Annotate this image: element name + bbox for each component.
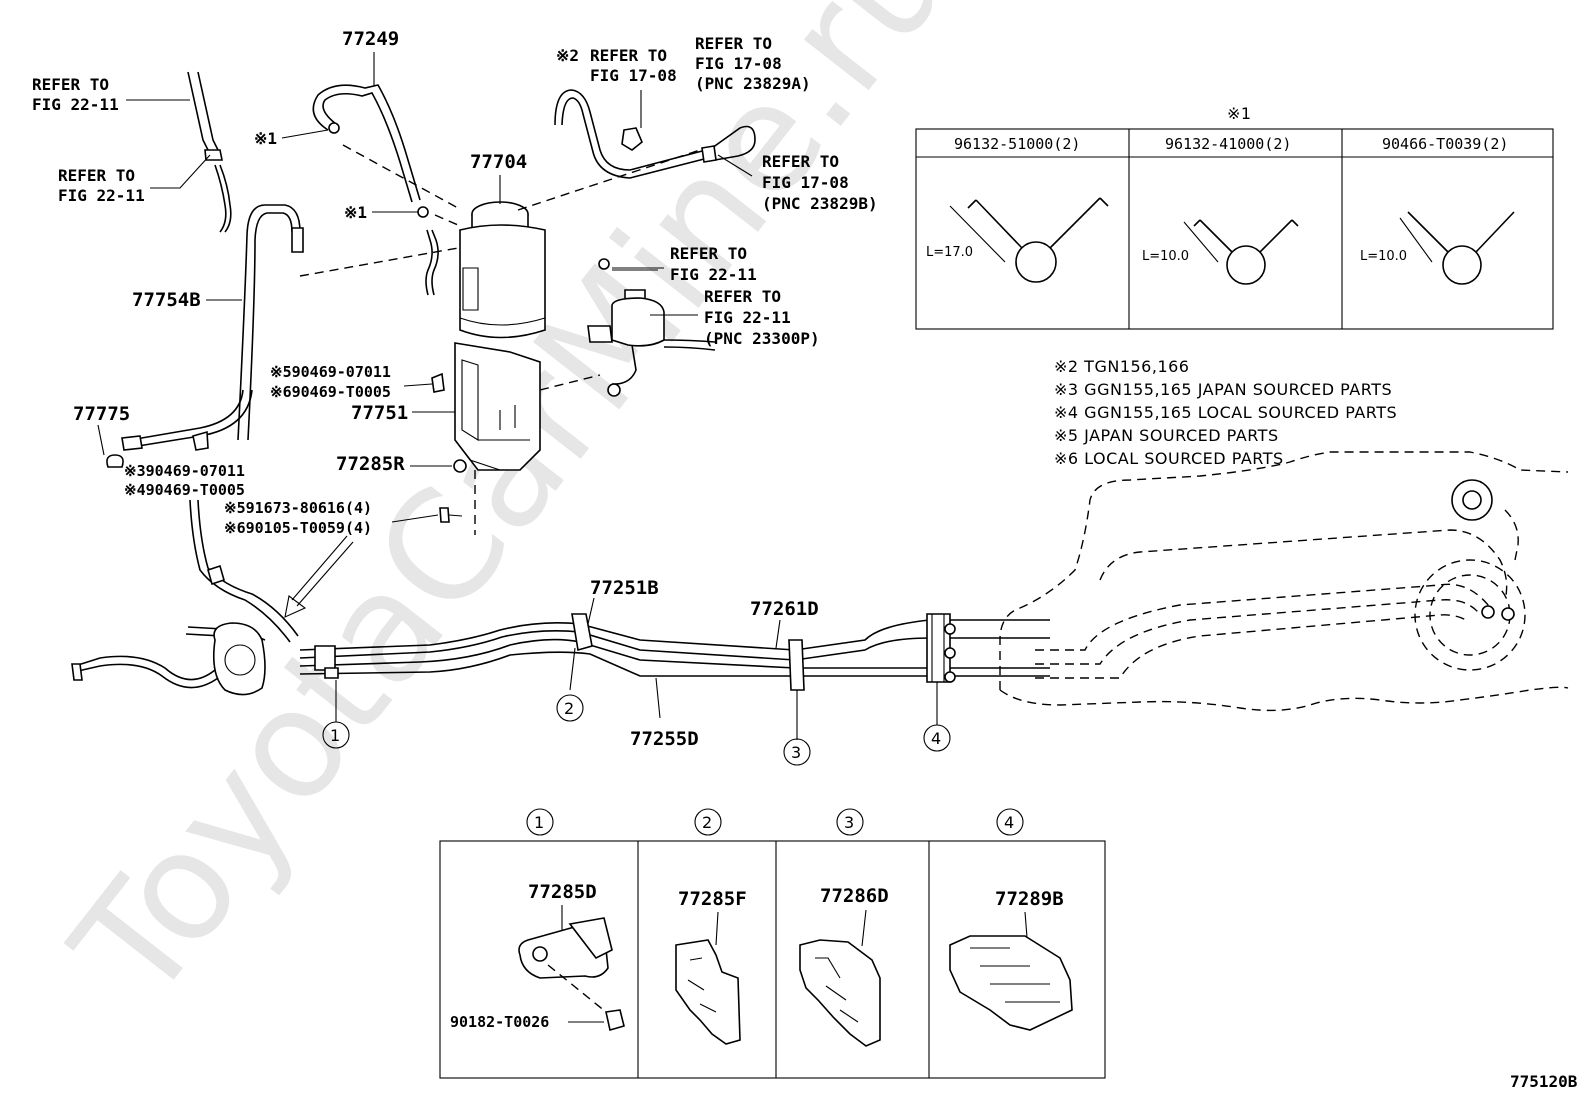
ref-top-c-line2: FIG 17-08 <box>762 173 849 192</box>
legend-note-1: ※2 TGN156,166 <box>1054 357 1189 376</box>
clip-table-dim-3: L=10.0 <box>1360 249 1407 264</box>
clip-table-dim-2: L=10.0 <box>1142 249 1189 264</box>
fastener-4: ※490469-T0005 <box>124 481 245 499</box>
legend-note-4: ※5 JAPAN SOURCED PARTS <box>1054 426 1279 445</box>
label-77261D: 77261D <box>750 598 819 620</box>
label-77751: 77751 <box>351 402 408 424</box>
ref-mid-b-line2: FIG 22-11 <box>704 308 791 327</box>
fastener-2: ※690469-T0005 <box>270 383 391 401</box>
callout-1: 1 <box>330 726 340 745</box>
label-77285R: 77285R <box>336 453 405 475</box>
detail-header-2: 2 <box>702 813 712 832</box>
label-77704: 77704 <box>470 151 527 173</box>
detail-part-2: 77285F <box>678 888 747 910</box>
clip-marks: ※1 ※1 <box>254 129 418 222</box>
detail-panel: 1 2 3 4 77285D 77285F 77286D 77289B 9018… <box>439 808 1106 1079</box>
clip-table-part-1: 96132-51000(2) <box>954 135 1080 153</box>
hose-77754B <box>121 204 304 451</box>
vent-pipe-left <box>187 71 232 233</box>
clip-table-part-3: 90466-T0039(2) <box>1382 135 1508 153</box>
fastener-1: ※590469-07011 <box>270 363 391 381</box>
label-77255D: 77255D <box>630 728 699 750</box>
grommets <box>106 372 463 523</box>
ref-top-c-line1: REFER TO <box>762 152 839 171</box>
canister-assembly <box>299 144 701 535</box>
fuel-filter <box>587 258 716 397</box>
direction-arrow <box>284 535 354 618</box>
part-labels: 77249 77704 77754B 77751 77775 77285R 77… <box>73 28 819 750</box>
fastener-5: ※591673-80616(4) <box>224 499 372 517</box>
callout-4: 4 <box>931 729 941 748</box>
detail-header-1: 1 <box>534 813 544 832</box>
detail-part-3: 77286D <box>820 885 889 907</box>
ref-left-mid-line2: FIG 22-11 <box>58 186 145 205</box>
main-fuel-lines <box>71 499 1050 740</box>
detail-extra-part: 90182-T0026 <box>450 1013 549 1031</box>
ref-top-b-line1: REFER TO <box>695 34 772 53</box>
refer-notes: REFER TO FIG 22-11 REFER TO FIG 22-11 ※2… <box>32 34 878 348</box>
fastener-3: ※390469-07011 <box>124 462 245 480</box>
ref-top-c-line3: (PNC 23829B) <box>762 194 878 213</box>
fuel-tank-outline <box>999 451 1569 712</box>
ref-top-a-mark: ※2 <box>556 46 579 65</box>
clip-mark-1a: ※1 <box>254 129 277 148</box>
clip-mark-1b: ※1 <box>344 203 367 222</box>
detail-part-4: 77289B <box>995 888 1064 910</box>
hose-77249 <box>312 84 421 203</box>
legend-note-3: ※4 GGN155,165 LOCAL SOURCED PARTS <box>1054 403 1397 422</box>
clip-table-dim-1: L=17.0 <box>926 245 973 260</box>
clip-table-mark: ※1 <box>1227 104 1252 123</box>
clip-table: ※1 96132-51000(2) 96132-41000(2) 90466-T… <box>915 104 1554 330</box>
callout-3: 3 <box>791 743 801 762</box>
detail-part-1: 77285D <box>528 881 597 903</box>
label-77249: 77249 <box>342 28 399 50</box>
clips <box>417 206 439 296</box>
ref-left-top-line2: FIG 22-11 <box>32 95 119 114</box>
detail-header-4: 4 <box>1004 813 1014 832</box>
callouts: 1 2 3 4 <box>322 694 951 766</box>
callout-2: 2 <box>564 699 574 718</box>
label-77775: 77775 <box>73 403 130 425</box>
ref-mid-b-line3: (PNC 23300P) <box>704 329 820 348</box>
fastener-6: ※690105-T0059(4) <box>224 519 372 537</box>
ref-mid-b-line1: REFER TO <box>704 287 781 306</box>
fastener-labels: ※590469-07011 ※690469-T0005 ※390469-0701… <box>124 363 439 537</box>
detail-header-3: 3 <box>844 813 854 832</box>
fuel-pipe-top <box>554 89 756 179</box>
ref-top-b-line3: (PNC 23829A) <box>695 74 811 93</box>
ref-left-mid-line1: REFER TO <box>58 166 135 185</box>
ref-top-a-line2: FIG 17-08 <box>590 66 677 85</box>
ref-mid-a-line1: REFER TO <box>670 244 747 263</box>
diagram-code: 775120B <box>1510 1072 1578 1091</box>
legend-note-2: ※3 GGN155,165 JAPAN SOURCED PARTS <box>1054 380 1392 399</box>
label-77251B: 77251B <box>590 577 659 599</box>
legend-note-5: ※6 LOCAL SOURCED PARTS <box>1054 449 1284 468</box>
legend-notes: ※2 TGN156,166 ※3 GGN155,165 JAPAN SOURCE… <box>1054 357 1397 468</box>
label-77754B: 77754B <box>132 289 201 311</box>
ref-top-b-line2: FIG 17-08 <box>695 54 782 73</box>
ref-top-a-line1: REFER TO <box>590 46 667 65</box>
clip-table-part-2: 96132-41000(2) <box>1165 135 1291 153</box>
ref-mid-a-line2: FIG 22-11 <box>670 265 757 284</box>
ref-left-top-line1: REFER TO <box>32 75 109 94</box>
